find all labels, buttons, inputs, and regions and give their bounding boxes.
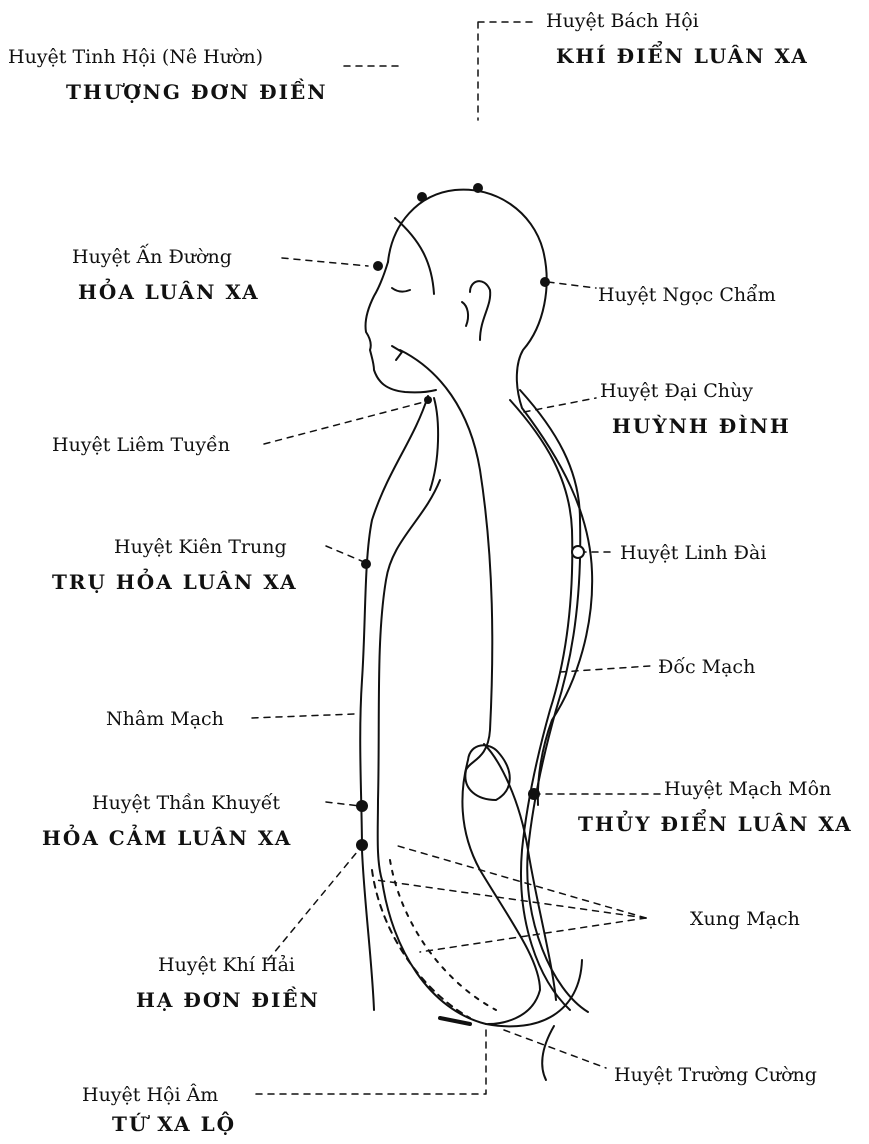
leader-kien-trung xyxy=(326,546,364,562)
xung-channel-loop xyxy=(400,350,540,1024)
label-linh-dai: Huyệt Linh Đài xyxy=(620,542,766,564)
leader-truong-cuong xyxy=(504,1030,606,1068)
label-mach-mon: Huyệt Mạch Môn xyxy=(664,778,831,800)
label-truong-cuong: Huyệt Trường Cường xyxy=(614,1064,817,1086)
leader-nham-mach xyxy=(252,714,354,718)
label-dai-chuy: Huyệt Đại Chùy xyxy=(600,380,753,402)
flow-line-1 xyxy=(372,870,470,1018)
lower-back-curve xyxy=(542,1026,554,1080)
leader-doc-mach xyxy=(560,666,650,672)
leader-liem-tuyen xyxy=(264,402,424,444)
point-linh-dai xyxy=(572,546,584,558)
center-kien-trung: TRỤ HỎA LUÂN XA xyxy=(52,570,298,594)
label-hoi-am: Huyệt Hội Âm xyxy=(82,1084,218,1106)
label-ngoc-cham: Huyệt Ngọc Chẩm xyxy=(598,284,776,306)
label-kien-trung: Huyệt Kiên Trung xyxy=(114,536,287,558)
center-bach-hoi: KHÍ ĐIỂN LUÂN XA xyxy=(556,44,809,68)
neck-front xyxy=(430,398,438,490)
flow-line-2 xyxy=(390,860,496,1010)
label-than-khuyet: Huyệt Thần Khuyết xyxy=(92,792,280,814)
center-khi-hai: HẠ ĐƠN ĐIỀN xyxy=(136,988,320,1012)
belly-line xyxy=(382,880,486,1024)
point-ngoc-cham xyxy=(540,277,550,287)
center-mach-mon: THỦY ĐIỂN LUÂN XA xyxy=(578,812,853,836)
label-bach-hoi: Huyệt Bách Hội xyxy=(546,10,699,32)
point-mach-mon xyxy=(528,788,540,800)
point-than-khuyet xyxy=(356,800,368,812)
hair-line xyxy=(395,218,434,294)
leader-xung-mach-b xyxy=(376,880,646,918)
du-channel-outer xyxy=(520,390,588,1012)
label-tinh-hoi: Huyệt Tinh Hội (Nê Hườn) xyxy=(8,46,263,68)
point-tinh-hoi xyxy=(417,192,427,202)
center-an-duong: HỎA LUÂN XA xyxy=(78,280,260,304)
point-an-duong xyxy=(373,261,383,271)
center-dai-chuy: HUỲNH ĐÌNH xyxy=(612,414,791,438)
label-xung-mach: Xung Mạch xyxy=(690,908,800,930)
ear xyxy=(462,281,490,340)
label-an-duong: Huyệt Ấn Đường xyxy=(72,246,232,268)
leader-an-duong xyxy=(282,258,368,266)
flow-line-3 xyxy=(440,1018,470,1024)
inner-front-line xyxy=(378,480,440,880)
point-bach-hoi xyxy=(473,183,483,193)
eye xyxy=(392,288,410,292)
leader-ngoc-cham xyxy=(548,282,596,288)
leader-dai-chuy xyxy=(524,398,596,412)
center-hoi-am: TỨ XA LỘ xyxy=(112,1112,236,1136)
label-doc-mach: Đốc Mạch xyxy=(658,656,755,678)
front-torso-outline xyxy=(360,396,428,1010)
point-khi-hai xyxy=(356,839,368,851)
center-tinh-hoi: THƯỢNG ĐƠN ĐIỀN xyxy=(66,80,327,104)
face-profile xyxy=(365,262,436,392)
label-liem-tuyen: Huyệt Liêm Tuyền xyxy=(52,434,230,456)
center-than-khuyet: HỎA CẢM LUÂN XA xyxy=(42,826,292,850)
point-liem-tuyen xyxy=(424,396,432,404)
leader-bach-hoi xyxy=(478,22,538,120)
leader-hoi-am xyxy=(256,1030,486,1094)
leader-khi-hai xyxy=(268,846,362,960)
leader-than-khuyet xyxy=(326,802,360,806)
arrow-head-top xyxy=(392,346,402,360)
label-nham-mach: Nhâm Mạch xyxy=(106,708,224,730)
label-khi-hai: Huyệt Khí Hải xyxy=(158,954,295,976)
point-kien-trung xyxy=(361,559,371,569)
